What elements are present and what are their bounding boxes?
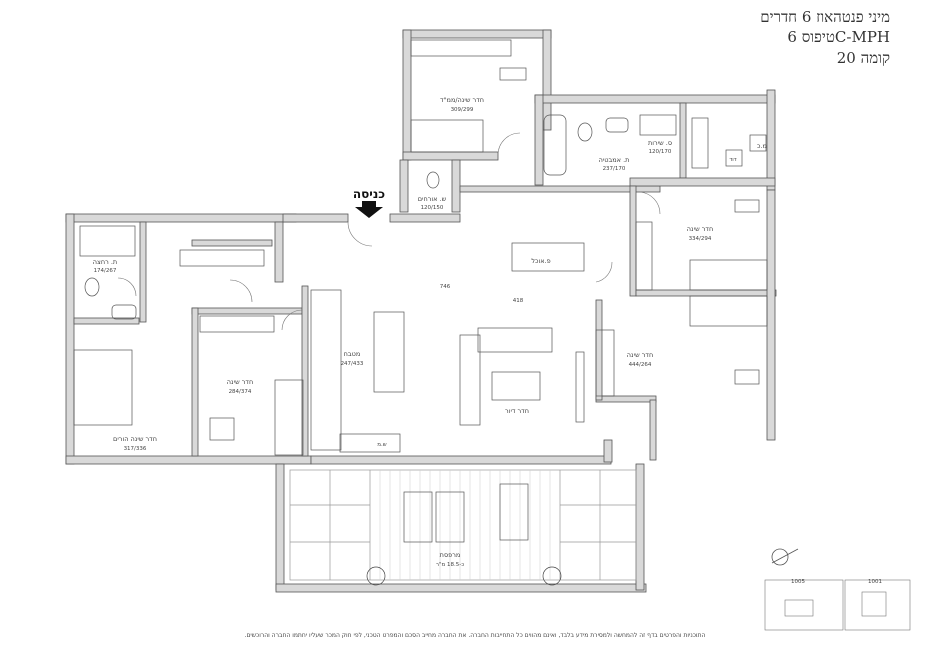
toilet-icon: [84, 277, 100, 297]
dining-table: [511, 242, 585, 272]
room-labels: חדר שינה/ממ"ד 309/299 ת. אמבטיה 237/170 …: [93, 96, 767, 568]
toilet-icon: [426, 171, 440, 189]
room-guest-wc-size: 120/150: [421, 205, 444, 211]
desk-icon: [734, 199, 760, 213]
bathtub-icon: [543, 114, 567, 176]
bed-icon: [689, 295, 768, 327]
key-plan: [764, 579, 911, 631]
room-service-balcony-name: מ.כ: [757, 142, 767, 150]
bed-icon: [410, 119, 484, 153]
doors: [117, 132, 661, 331]
shower-icon: [79, 225, 136, 257]
room-parents-bedroom-name: חדר שינה הורים: [113, 435, 157, 443]
room-kitchen-name: מטבח: [344, 350, 361, 358]
terrace-paving: [289, 469, 637, 581]
room-bedroom-right-bottom-name: חדר שינה: [627, 351, 653, 359]
room-terrace-name: מרפסת: [440, 551, 461, 559]
boiler-icon: [725, 149, 743, 167]
desk-icon: [209, 417, 235, 441]
kitchen-sink-counter: [339, 433, 401, 453]
room-kitchen-size: 247/433: [341, 361, 364, 367]
toilet-icon: [577, 122, 593, 142]
room-master-name: חדר שינה/ממ"ד: [440, 96, 484, 104]
gas-label: ש.מ: [377, 442, 386, 448]
bed-icon: [689, 259, 768, 291]
sink-icon: [111, 304, 137, 320]
terrace-table: [499, 483, 529, 541]
room-parents-bedroom-size: 317/336: [124, 446, 147, 452]
kitchen-island: [373, 311, 405, 393]
room-bath-name: ת. אמבטיה: [599, 156, 630, 164]
sofa-icon: [477, 327, 553, 353]
disclaimer-footer: התוכניות והפרטים בדף זה להמחשה ולמסירת מ…: [244, 632, 706, 639]
wardrobe-icon: [635, 221, 653, 291]
room-bath-size: 237/170: [603, 166, 626, 172]
room-bedroom-mid-size: 284/374: [229, 389, 252, 395]
room-bedroom-right-bottom-size: 444/264: [629, 362, 652, 368]
coffee-table: [491, 371, 541, 401]
washer-icon: [639, 114, 677, 136]
terrace-deck: [379, 470, 551, 580]
floor-number: קומה 20: [836, 49, 890, 67]
apartment-title: מיני פנטהאוז 6 חדרים: [760, 8, 890, 26]
sunbed-icon: [403, 491, 433, 543]
ladder-icon: [691, 117, 709, 169]
room-terrace-size: כ-18.5 מ"ר: [436, 562, 464, 568]
tv-unit: [575, 351, 585, 423]
room-shower-name: ת. רחצה: [93, 258, 117, 266]
key-plan-unit-left: 1005: [791, 579, 805, 585]
dimension-width: 746: [440, 284, 451, 290]
boiler-label: דוד: [729, 157, 737, 163]
walls: [65, 29, 777, 593]
sofa-icon: [459, 334, 481, 426]
room-master-size: 309/299: [451, 107, 474, 113]
wardrobe-icon: [199, 315, 275, 333]
apartment-type: טיפוס 6C-MPH: [787, 28, 890, 46]
room-bedroom-right-top-name: חדר שינה: [687, 225, 713, 233]
bed-icon: [274, 379, 304, 456]
north-arrow-icon: [771, 548, 799, 566]
room-dining-name: פ.אוכל: [531, 257, 550, 265]
room-bedroom-mid-name: חדר שינה: [227, 378, 253, 386]
room-guest-wc-name: ש. אורחים: [418, 195, 447, 203]
sink-icon: [605, 117, 629, 133]
plant-icon: [366, 566, 562, 586]
kitchen-counter: [310, 289, 342, 451]
room-bedroom-right-top-size: 334/294: [689, 236, 712, 242]
furniture: [73, 39, 768, 543]
wardrobe-icon: [179, 249, 265, 267]
desk-icon: [499, 67, 527, 81]
sunbed-icon: [435, 491, 465, 543]
entrance-arrow-icon: [355, 201, 383, 218]
room-shower-size: 174/267: [94, 268, 117, 274]
dimension-height: 418: [513, 298, 524, 304]
entrance-label: כניסה: [353, 187, 385, 201]
wardrobe-icon: [595, 329, 615, 397]
room-services-name: ס. שירות: [648, 139, 672, 147]
room-services-size: 120/170: [649, 149, 672, 155]
key-plan-unit-right: 1001: [868, 579, 882, 585]
dryer-icon: [749, 134, 767, 152]
desk-icon: [734, 369, 760, 385]
room-living-name: חדר דיור: [505, 407, 529, 415]
wardrobe-icon: [410, 39, 512, 57]
bed-icon: [73, 349, 133, 426]
